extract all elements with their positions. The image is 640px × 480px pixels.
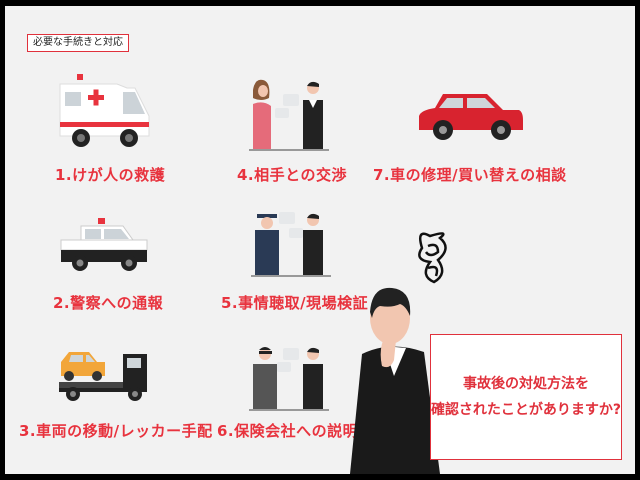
two-people-talking-icon (249, 79, 329, 151)
item-label-4: 4.相手との交渉 (237, 166, 347, 184)
ambulance-icon (59, 74, 150, 147)
question-line-1: 事故後の対処方法を (463, 376, 589, 392)
slide: 必要な手続きと対応 1.けが人の救護 2.警察への通報 3 (5, 6, 635, 474)
item-label-3: 3.車両の移動/レッカー手配 (19, 422, 213, 440)
item-label-1: 1.けが人の救護 (55, 166, 166, 184)
item-label-7: 7.車の修理/買い替えの相談 (373, 166, 567, 184)
item-label-5: 5.事情聴取/現場検証 (221, 294, 369, 312)
red-car-icon (419, 94, 523, 140)
confused-man-illustration (350, 232, 447, 474)
police-car-icon (60, 218, 148, 271)
businessman-talking-icon (249, 347, 329, 411)
question-box: 事故後の対処方法を 確認されたことがありますか? (430, 334, 622, 460)
question-line-2: 確認されたことがありますか? (430, 402, 622, 418)
tow-truck-icon (59, 352, 147, 401)
item-label-6: 6.保険会社への説明 (217, 422, 359, 440)
section-tag: 必要な手続きと対応 (27, 34, 129, 52)
police-officer-talking-icon (251, 212, 331, 277)
item-label-2: 2.警察への通報 (53, 294, 164, 312)
